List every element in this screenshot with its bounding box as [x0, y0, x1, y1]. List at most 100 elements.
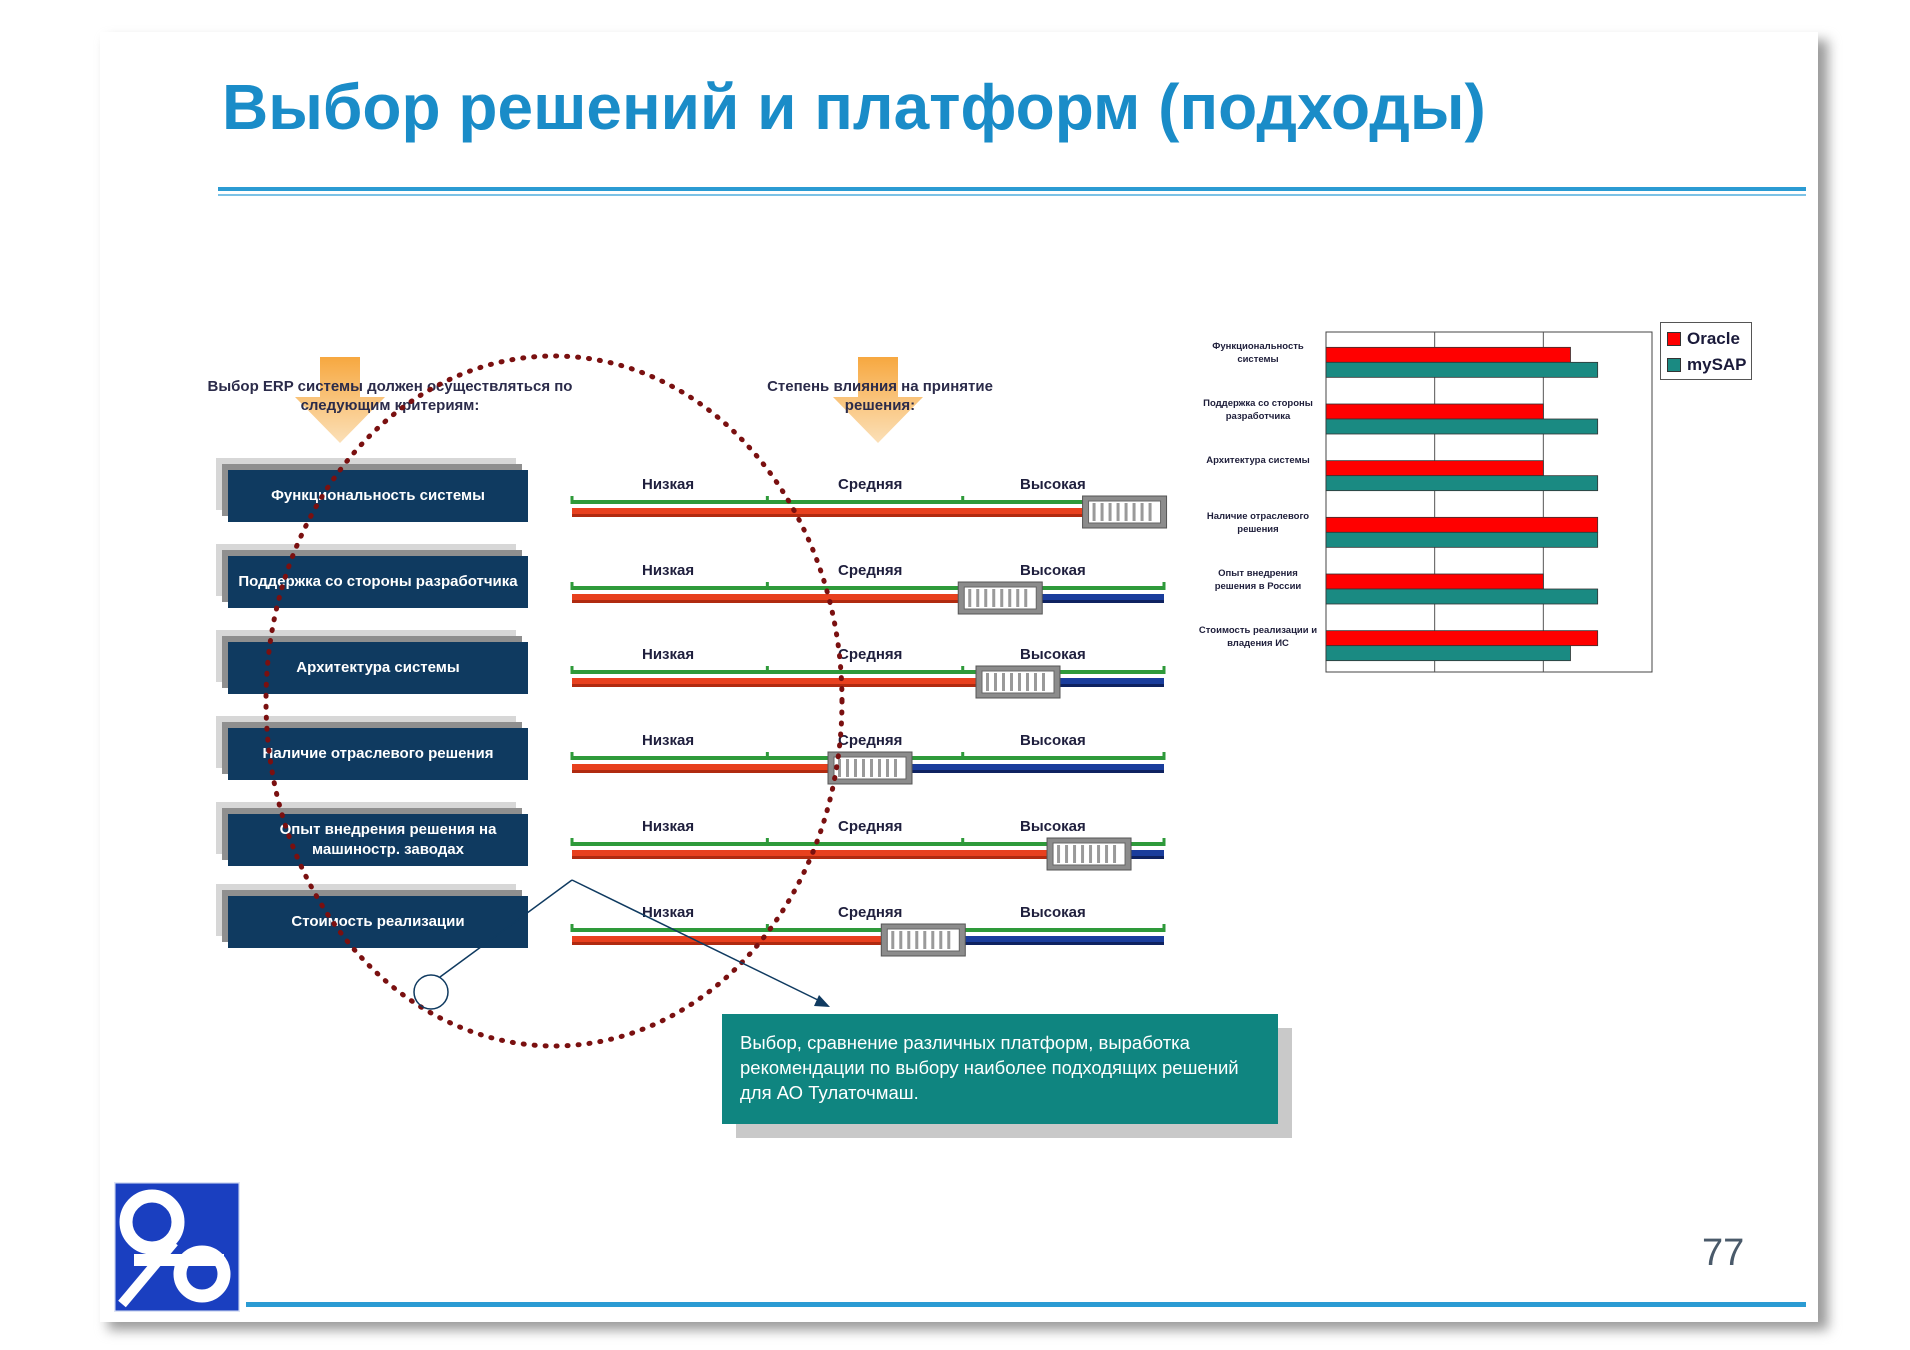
slide-title: Выбор решений и платформ (подходы)	[222, 71, 1486, 143]
slider-grip	[1140, 503, 1144, 521]
criterion-label: Функциональность системы	[228, 470, 528, 522]
scale-tick	[1162, 838, 1166, 846]
slider-grip	[1008, 589, 1012, 607]
scale-red-shadow	[572, 942, 922, 945]
scale-red-bar	[572, 850, 1088, 858]
slider-grip	[1132, 503, 1136, 521]
scale-blue-bar	[998, 594, 1164, 602]
scale-tick	[765, 924, 769, 932]
slider-grip	[846, 759, 849, 777]
scale-tick	[1162, 752, 1166, 760]
scale-label-low: Низкая	[642, 904, 695, 921]
slider-grip	[984, 589, 988, 607]
influence-scale	[570, 751, 1166, 785]
scale-blue-shadow	[868, 770, 1164, 773]
scale-tick	[570, 752, 574, 760]
slide: Выбор решений и платформ (подходы) Выбор…	[100, 32, 1818, 1322]
scale-tick	[570, 666, 574, 674]
scale-tick	[961, 838, 965, 846]
chart-plot-area	[1325, 331, 1653, 673]
scale-tick	[765, 838, 769, 846]
comparison-chart	[1325, 331, 1653, 673]
slider-grip	[862, 759, 865, 777]
scale-tick	[961, 666, 965, 674]
scale-tick	[961, 752, 965, 760]
slider-grip	[1018, 673, 1021, 691]
title-rule-thin	[218, 194, 1806, 196]
scale-blue-bar	[1016, 678, 1164, 686]
chart-bar-mysap	[1325, 418, 1599, 435]
slider-grip	[1105, 845, 1109, 863]
chart-bar-mysap	[1325, 361, 1599, 378]
arrowhead-icon	[814, 995, 830, 1007]
slider-grip	[1010, 673, 1013, 691]
chart-bar-oracle	[1325, 346, 1571, 363]
slider-grip	[891, 931, 895, 949]
influence-scale	[570, 665, 1166, 699]
slider-grip	[1024, 589, 1028, 607]
slider-grip	[894, 759, 897, 777]
company-logo	[114, 1182, 240, 1312]
scale-tick	[570, 924, 574, 932]
influence-scale	[570, 495, 1168, 529]
mid-arrow-icon	[833, 357, 923, 443]
scale-label-high: Высокая	[1020, 818, 1086, 835]
chart-bar-oracle	[1325, 573, 1544, 590]
chart-bar-oracle	[1325, 630, 1599, 647]
scale-blue-shadow	[1016, 684, 1164, 687]
scale-blue-shadow	[998, 600, 1164, 603]
scale-tick	[570, 582, 574, 590]
scale-red-bar	[572, 936, 922, 944]
chart-category-label: Опыт внедрения решения в России	[1214, 568, 1302, 592]
scale-label-low: Низкая	[642, 646, 695, 663]
influence-scale	[570, 581, 1166, 615]
slider-grip	[986, 673, 989, 691]
scale-tick	[961, 496, 965, 504]
scale-label-low: Низкая	[642, 732, 695, 749]
scale-tick	[765, 666, 769, 674]
slider-grip	[1073, 845, 1077, 863]
slider-grip	[870, 759, 873, 777]
diagram-overlay	[263, 353, 845, 1049]
scale-green-line	[572, 928, 1164, 932]
scale-green-line	[572, 670, 1164, 674]
chart-category-label: Функциональность системы	[1212, 341, 1304, 366]
chart-bar-mysap	[1325, 531, 1599, 548]
slider-grip	[1100, 503, 1104, 521]
chart-bar-mysap	[1325, 645, 1571, 662]
slider-grip	[1016, 589, 1020, 607]
chart-bar-oracle	[1325, 516, 1599, 533]
slider-grip	[968, 589, 972, 607]
slider-grip	[854, 759, 857, 777]
scale-label-mid: Средняя	[838, 904, 903, 921]
slider-grip	[1124, 503, 1128, 521]
connector-line	[439, 879, 573, 978]
chart-category-label: Архитектура системы	[1206, 454, 1310, 466]
scale-label-low: Низкая	[642, 562, 695, 579]
scale-label-mid: Средняя	[838, 562, 903, 579]
scale-label-low: Низкая	[642, 818, 695, 835]
scale-label-high: Высокая	[1020, 732, 1086, 749]
criterion-box: Архитектура системы	[216, 630, 528, 694]
scale-red-shadow	[572, 856, 1088, 859]
scale-label-high: Высокая	[1020, 476, 1086, 493]
slider-grip	[994, 673, 997, 691]
scale-tick	[765, 496, 769, 504]
slider-grip	[1034, 673, 1037, 691]
influence-scale	[570, 837, 1166, 871]
slider-grip	[923, 931, 927, 949]
page-number: 77	[1702, 1232, 1745, 1274]
chart-bar-oracle	[1325, 460, 1544, 477]
scale-label-mid: Средняя	[838, 732, 903, 749]
left-arrow-icon	[295, 357, 385, 443]
scale-red-bar	[572, 594, 999, 602]
legend-oracle: Oracle	[1687, 329, 1740, 348]
slider-grip	[976, 589, 980, 607]
slider-grip	[1108, 503, 1112, 521]
slider-grip	[915, 931, 919, 949]
title-rule	[218, 187, 1806, 191]
scale-red-bar	[572, 764, 868, 772]
criterion-label: Наличие отраслевого решения	[228, 728, 528, 780]
slider-grip	[931, 931, 935, 949]
criterion-box: Функциональность системы	[216, 458, 528, 522]
